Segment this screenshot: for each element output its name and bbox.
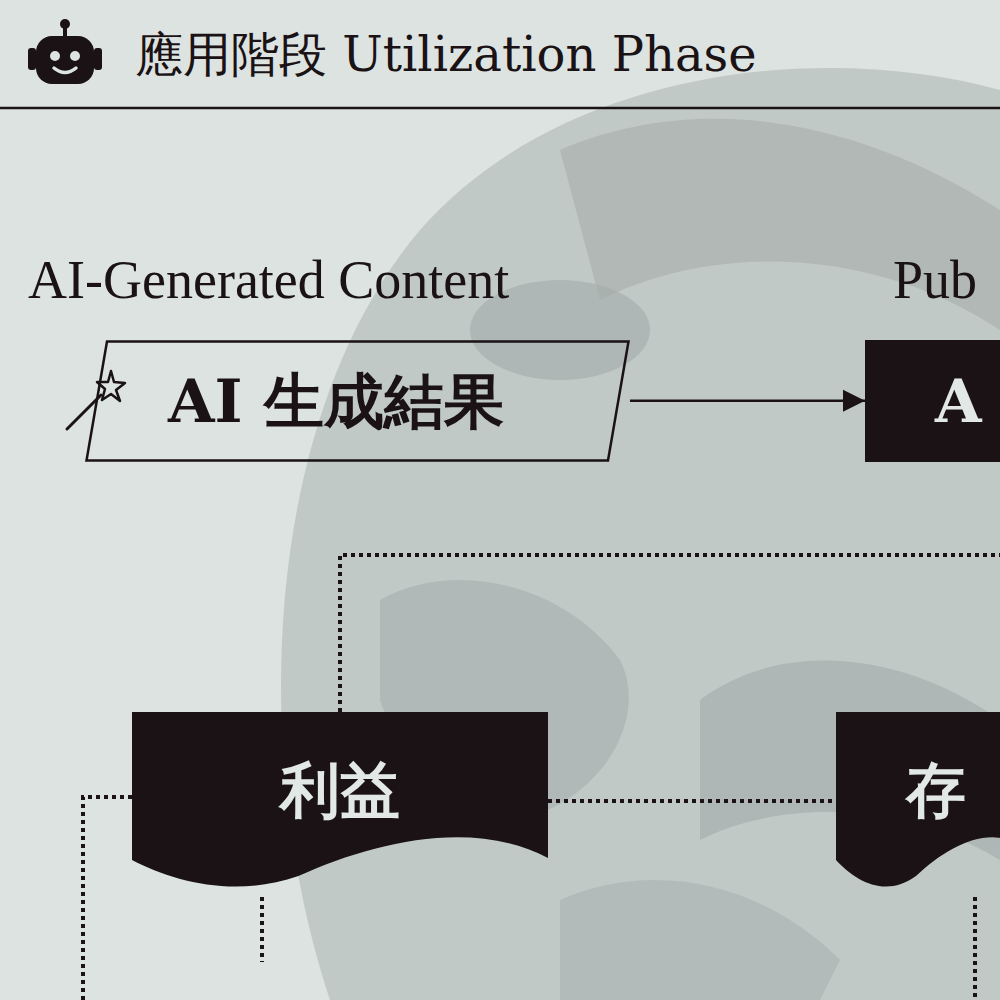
wand-icon: [63, 367, 129, 433]
side-banner: 存: [836, 712, 1000, 890]
node-shape: 利益: [132, 712, 548, 890]
node-label: A: [935, 368, 982, 434]
phase-title: 應用階段 Utilization Phase: [135, 26, 757, 84]
content-box: AI-Generated Content AI 生成結果: [28, 248, 630, 462]
robot-icon: [28, 19, 102, 84]
node-shape: 存: [836, 712, 1000, 890]
node-label: AI 生成結果: [168, 368, 504, 434]
publish-box: PubA: [893, 248, 1000, 462]
node-label: 利益: [280, 757, 400, 823]
heading-rule: [0, 107, 1000, 110]
node-shape: AI 生成結果: [85, 340, 630, 462]
dotted-connector: [548, 799, 836, 803]
node-shape: A: [865, 340, 1000, 462]
arrow-connector: [630, 400, 865, 403]
node-heading: Pub: [893, 248, 1000, 313]
portrait-mouth: [560, 880, 840, 1000]
benefit-banner: 利益: [132, 712, 548, 890]
node-label: 存: [906, 757, 966, 823]
node-heading: AI-Generated Content: [28, 248, 630, 313]
